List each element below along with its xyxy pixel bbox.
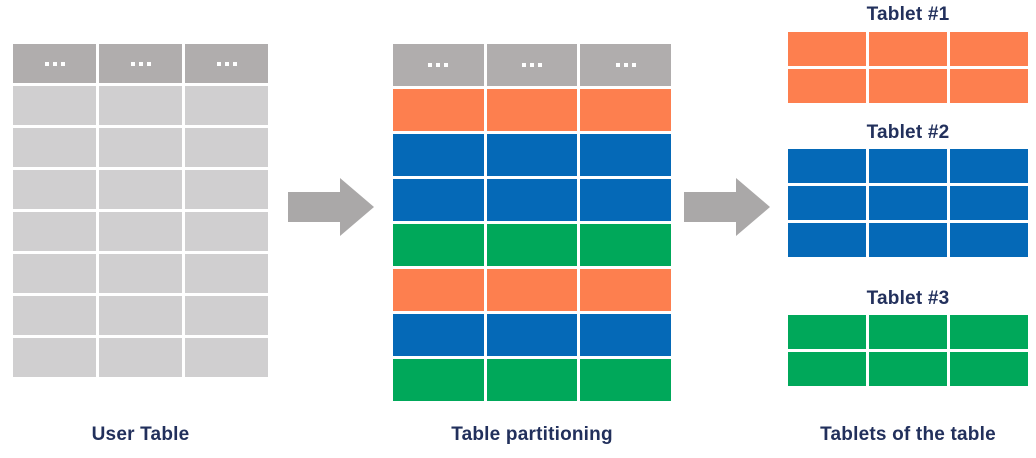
partition-cell (580, 269, 671, 311)
tablet-cell (869, 223, 947, 257)
partition-cell (393, 269, 484, 311)
table-cell (99, 212, 182, 251)
tablet-cell (950, 352, 1028, 386)
table-cell (99, 338, 182, 377)
table-cell (99, 128, 182, 167)
table-cell (13, 212, 96, 251)
table-header-cell (486, 44, 578, 86)
tablet-cell (788, 315, 866, 349)
table-header-cell (393, 44, 484, 86)
ellipsis-icon (44, 61, 65, 66)
partition-cell (580, 224, 671, 266)
partition-cell (486, 314, 578, 356)
partition-cell (486, 89, 578, 131)
user-table (13, 44, 268, 377)
tablet-cell (788, 149, 866, 183)
tablet-3-grid (788, 315, 1028, 386)
user-table-caption: User Table (91, 424, 190, 445)
partition-cell (393, 179, 484, 221)
tablet-cell (788, 69, 866, 103)
table-cell (13, 170, 96, 209)
tablet-cell (788, 186, 866, 220)
partition-cell (580, 179, 671, 221)
table-cell (13, 338, 96, 377)
tablet-cell (869, 352, 947, 386)
partition-cell (393, 314, 484, 356)
tablet-cell (950, 32, 1028, 66)
table-cell (99, 170, 182, 209)
tablet-1-title: Tablet #1 (866, 4, 950, 25)
partition-cell (580, 134, 671, 176)
tablet-cell (950, 186, 1028, 220)
arrow-right-icon (288, 178, 374, 236)
arrow-right-icon (684, 178, 770, 236)
partition-cell (486, 179, 578, 221)
tablet-3-title: Tablet #3 (866, 288, 950, 309)
partition-cell (580, 359, 671, 401)
tablet-cell (869, 69, 947, 103)
tablet-cell (869, 186, 947, 220)
partition-cell (393, 359, 484, 401)
table-cell (13, 128, 96, 167)
table-cell (185, 128, 268, 167)
tablet-cell (869, 149, 947, 183)
table-cell (185, 170, 268, 209)
table-cell (185, 212, 268, 251)
tablet-cell (788, 32, 866, 66)
ellipsis-icon (521, 63, 542, 67)
partition-cell (486, 269, 578, 311)
partition-cell (580, 314, 671, 356)
tablet-cell (869, 32, 947, 66)
table-cell (185, 254, 268, 293)
tablet-cell (950, 223, 1028, 257)
partition-cell (580, 89, 671, 131)
table-cell (99, 296, 182, 335)
ellipsis-icon (216, 61, 237, 66)
table-header-cell (580, 44, 671, 86)
partition-cell (486, 134, 578, 176)
table-cell (13, 86, 96, 125)
partitioned-table (393, 44, 671, 401)
table-cell (99, 86, 182, 125)
table-cell (13, 296, 96, 335)
tablet-2-grid (788, 149, 1028, 257)
tablet-cell (950, 69, 1028, 103)
partitioned-table-caption: Table partitioning (451, 424, 613, 445)
tablet-cell (950, 315, 1028, 349)
table-cell (13, 254, 96, 293)
partition-cell (393, 134, 484, 176)
table-header-cell (185, 44, 268, 83)
ellipsis-icon (428, 63, 449, 67)
tablets-caption: Tablets of the table (820, 424, 996, 445)
partition-cell (486, 359, 578, 401)
tablet-cell (869, 315, 947, 349)
table-header-cell (99, 44, 182, 83)
tablet-1-grid (788, 32, 1028, 103)
partition-cell (393, 224, 484, 266)
table-cell (185, 296, 268, 335)
tablet-cell (950, 149, 1028, 183)
tablet-cell (788, 223, 866, 257)
ellipsis-icon (615, 63, 636, 67)
tablet-cell (788, 352, 866, 386)
table-header-cell (13, 44, 96, 83)
ellipsis-icon (130, 61, 151, 66)
partition-cell (486, 224, 578, 266)
partition-cell (393, 89, 484, 131)
table-cell (99, 254, 182, 293)
tablet-2-title: Tablet #2 (866, 122, 950, 143)
table-cell (185, 338, 268, 377)
table-cell (185, 86, 268, 125)
